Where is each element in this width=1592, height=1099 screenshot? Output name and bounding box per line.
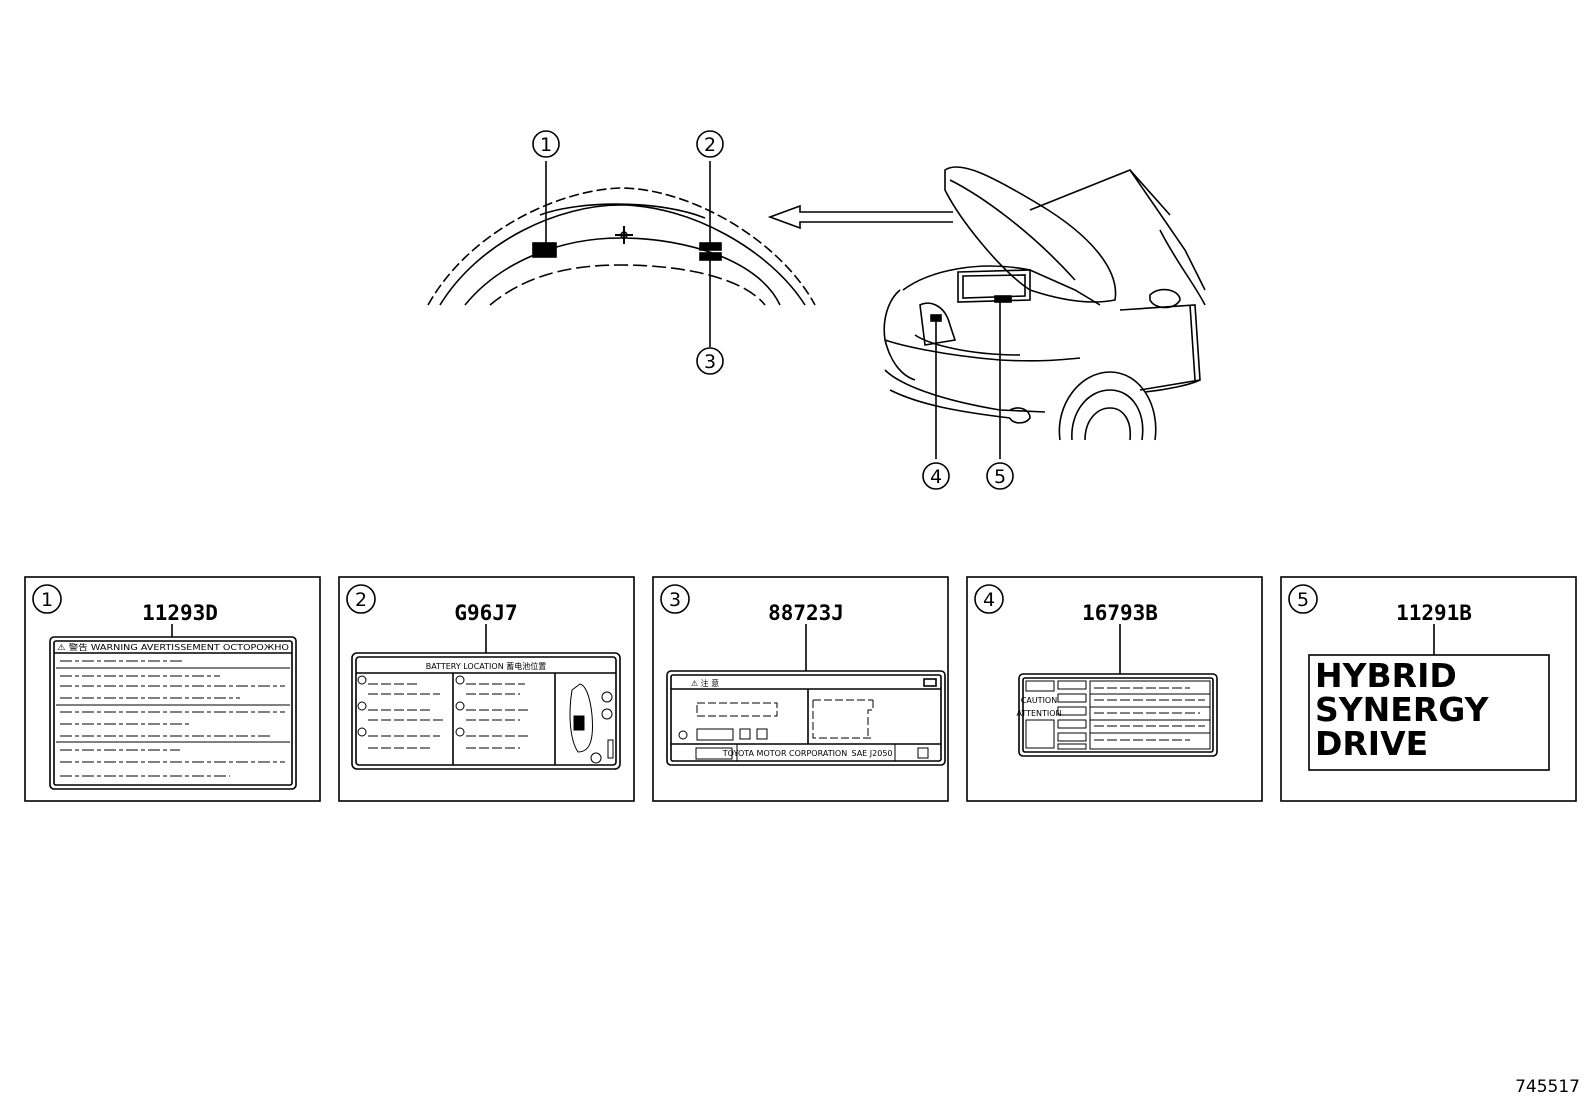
label-3-caution: ⚠ 注 意: [691, 678, 719, 688]
callout-4-circle: [922, 462, 950, 490]
diagram-reference-number: 745517: [1515, 1077, 1580, 1097]
hybrid-synergy-drive-logo: HYBRID SYNERGY DRIVE: [1315, 656, 1490, 763]
panel-5-number: 5: [1297, 589, 1309, 611]
label-panel-3: [652, 576, 949, 802]
part-number-1: 11293D: [142, 601, 218, 625]
car-front-illustration: [883, 166, 1206, 441]
label-panel-1: [24, 576, 321, 802]
label-panel-5: [1280, 576, 1577, 802]
svg-text:HYBRID: HYBRID: [1315, 656, 1457, 695]
label-1-sticker: [49, 624, 297, 790]
callout-1-number: 1: [540, 134, 552, 156]
direction-arrow-icon: [767, 204, 953, 230]
svg-text:DRIVE: DRIVE: [1315, 724, 1428, 763]
panel-3-number: 3: [669, 589, 681, 611]
part-number-3: 88723J: [768, 601, 844, 625]
label-1-warning-header: ⚠ 警告 WARNING AVERTISSEMENT ОСТОРОЖНО: [57, 642, 289, 652]
panel-1-number: 1: [41, 589, 53, 611]
part-number-5: 11291B: [1396, 601, 1472, 625]
part-number-4: 16793B: [1082, 601, 1158, 625]
part-number-2: G96J7: [454, 601, 517, 625]
label-3-toyota-corp: TOYOTA MOTOR CORPORATION: [722, 749, 847, 758]
label-3-sae: SAE J2050: [851, 749, 892, 758]
hood-closeup-illustration: [427, 187, 816, 306]
label-2-battery-location: BATTERY LOCATION 蓄电池位置: [426, 661, 546, 671]
label-2-sticker: [351, 624, 621, 770]
callout-2-circle: [696, 130, 724, 158]
label-3-sticker: [666, 624, 946, 766]
svg-text:SYNERGY: SYNERGY: [1315, 690, 1490, 729]
callout-3-circle: [696, 347, 724, 375]
callout-4-number: 4: [930, 466, 942, 488]
label-4-sticker: [1018, 624, 1218, 757]
callout-5-number: 5: [994, 466, 1006, 488]
callout-3-number: 3: [704, 351, 716, 373]
callout-1-circle: [532, 130, 560, 158]
label-4-attention-word: ATTENTION: [1016, 709, 1061, 718]
panel-4-number: 4: [983, 589, 995, 611]
label-panel-4: [966, 576, 1263, 802]
label-4-caution-word: CAUTION: [1021, 696, 1057, 705]
label-5-sticker: [1308, 624, 1550, 771]
label-panel-2: [338, 576, 635, 802]
callout-2-number: 2: [704, 134, 716, 156]
callout-5-circle: [986, 462, 1014, 490]
panel-2-number: 2: [355, 589, 367, 611]
